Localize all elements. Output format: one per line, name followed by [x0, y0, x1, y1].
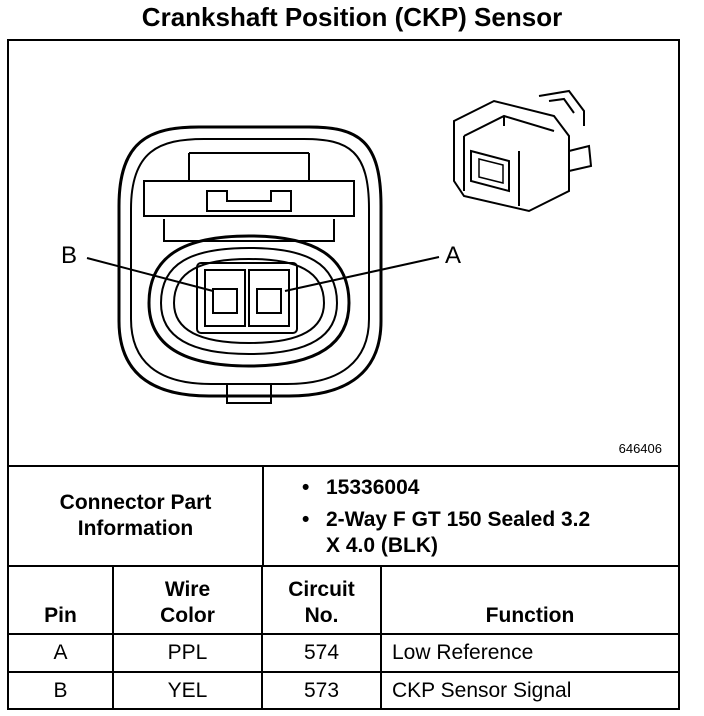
pin-cell: A	[9, 633, 114, 673]
connector-sheet: B A 646406 Connector Part Information • …	[7, 39, 680, 710]
header-pin: Pin	[9, 567, 114, 635]
info-bullet-description: • 2-Way F GT 150 Sealed 3.2 X 4.0 (BLK)	[302, 507, 678, 559]
connector-info-row: Connector Part Information • 15336004 • …	[9, 465, 678, 567]
circuit-cell: 574	[261, 633, 382, 673]
table-row: B YEL 573 CKP Sensor Signal	[9, 671, 678, 709]
connector-figure: B A 646406	[9, 41, 678, 465]
pin-b-callout: B	[61, 242, 78, 269]
connector-face-drawing	[86, 89, 593, 404]
figure-id: 646406	[618, 441, 662, 456]
connector-info-values: • 15336004 • 2-Way F GT 150 Sealed 3.2 X…	[264, 467, 678, 565]
info-bullet-part-number: • 15336004	[302, 475, 678, 501]
connector-info-label-line2: Information	[77, 517, 194, 540]
header-function: Function	[380, 567, 678, 635]
wire-color-cell: YEL	[112, 671, 263, 709]
function-cell: CKP Sensor Signal	[380, 671, 678, 709]
connector-description-line1: 2-Way F GT 150 Sealed 3.2	[326, 508, 591, 531]
connector-info-label: Connector Part Information	[9, 467, 264, 565]
bullet-dot: •	[302, 476, 310, 499]
bullet-dot: •	[302, 508, 310, 531]
page-title: Crankshaft Position (CKP) Sensor	[141, 2, 563, 32]
function-cell: Low Reference	[380, 633, 678, 673]
part-number: 15336004	[326, 476, 420, 499]
pin-cell: B	[9, 671, 114, 709]
pin-a-callout: A	[445, 242, 462, 269]
table-row: A PPL 574 Low Reference	[9, 633, 678, 673]
connector-description-line2: X 4.0 (BLK)	[326, 534, 439, 557]
connector-info-label-line1: Connector Part	[59, 491, 212, 514]
circuit-cell: 573	[261, 671, 382, 709]
wire-color-cell: PPL	[112, 633, 263, 673]
